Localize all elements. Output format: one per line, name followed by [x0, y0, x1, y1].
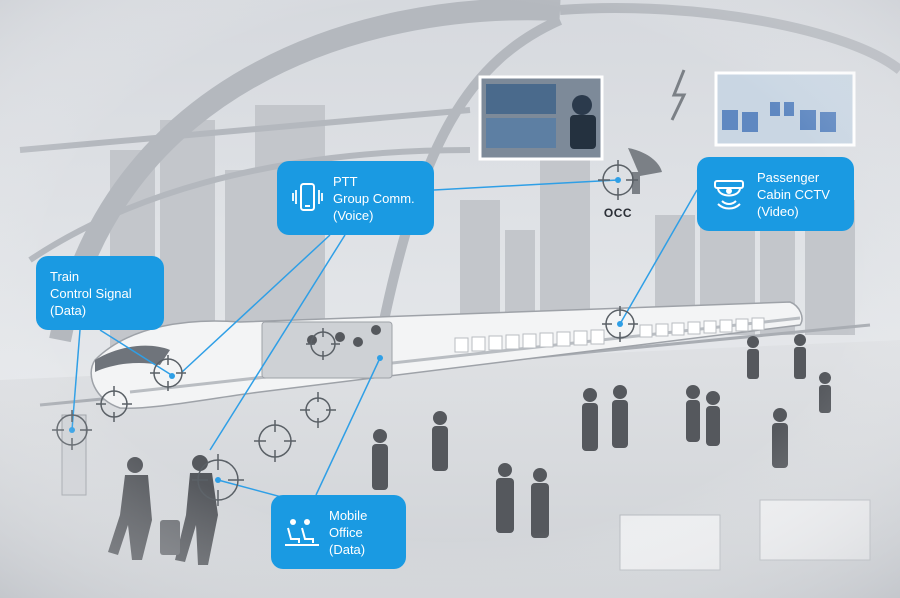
callout-line: (Voice) [333, 207, 374, 223]
callout-line: Train [50, 268, 80, 284]
callout-line: Control Signal [50, 285, 132, 301]
callout-text: Passenger Cabin CCTV (Video) [757, 169, 844, 220]
callout-line: Cabin CCTV [757, 186, 830, 202]
callout-line: Passenger [757, 169, 820, 185]
callout-text: PTT Group Comm. (Voice) [333, 173, 424, 224]
callout-train-control-signal: Train Control Signal (Data) [36, 256, 164, 330]
callout-line: (Data) [329, 541, 366, 557]
callout-ptt-group-comm: PTT Group Comm. (Voice) [277, 161, 434, 235]
callout-line: PTT [333, 173, 358, 189]
occ-label: OCC [603, 206, 633, 220]
callout-line: Group Comm. [333, 190, 415, 206]
cctv-camera-icon [707, 176, 751, 212]
callout-text: Train Control Signal (Data) [50, 268, 150, 319]
callout-text: Mobile Office (Data) [329, 507, 396, 558]
callout-passenger-cabin-cctv: Passenger Cabin CCTV (Video) [697, 157, 854, 231]
smartphone-vibrate-icon [287, 179, 327, 217]
callout-mobile-office: Mobile Office (Data) [271, 495, 406, 569]
callout-line: (Video) [757, 203, 799, 219]
callout-line: Mobile [329, 507, 368, 523]
seated-passengers-icon [281, 515, 323, 549]
callout-line: Office [329, 524, 363, 540]
callout-line: (Data) [50, 302, 87, 318]
